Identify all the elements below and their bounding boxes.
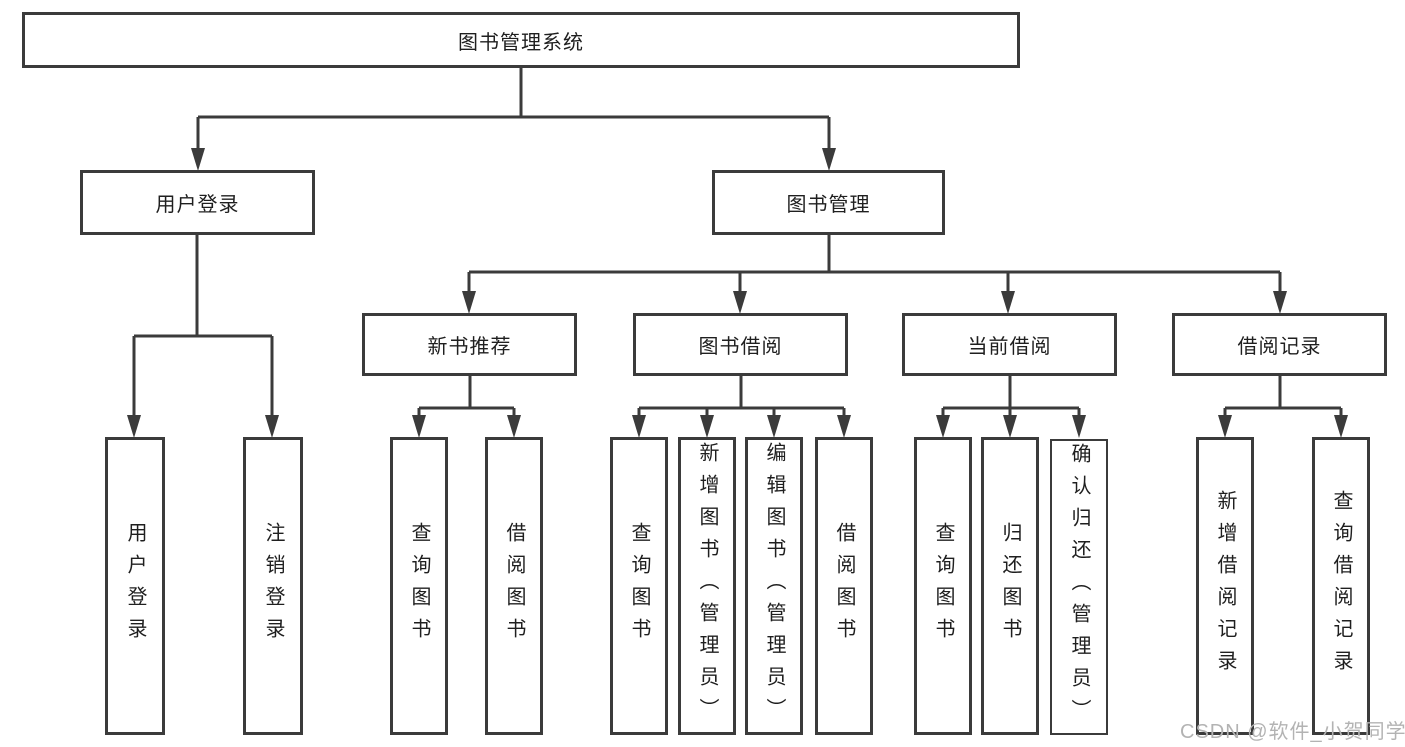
leaf-label: 用户登录 bbox=[124, 522, 146, 650]
leaf-label: 注销登录 bbox=[262, 522, 284, 650]
leaf-borrow-add-books-admin: 新增图书（管理员） bbox=[678, 437, 736, 735]
node-book-management: 图书管理 bbox=[712, 170, 945, 235]
leaf-label: 查询图书 bbox=[628, 522, 650, 650]
leaf-recommend-query-books: 查询图书 bbox=[390, 437, 448, 735]
node-user-login: 用户登录 bbox=[80, 170, 315, 235]
leaf-records-query-record: 查询借阅记录 bbox=[1312, 437, 1370, 735]
leaf-current-query-books: 查询图书 bbox=[914, 437, 972, 735]
leaf-current-confirm-return-admin: 确认归还（管理员） bbox=[1050, 439, 1108, 735]
leaf-label: 借阅图书 bbox=[503, 522, 525, 650]
leaf-label: 确认归还（管理员） bbox=[1068, 443, 1090, 731]
leaf-recommend-borrow-books: 借阅图书 bbox=[485, 437, 543, 735]
leaf-label: 新增借阅记录 bbox=[1214, 490, 1236, 682]
csdn-watermark: CSDN @软件_小贺同学 bbox=[1180, 721, 1405, 743]
leaf-records-add-record: 新增借阅记录 bbox=[1196, 437, 1254, 735]
leaf-borrow-borrow-books: 借阅图书 bbox=[815, 437, 873, 735]
leaf-label: 编辑图书（管理员） bbox=[763, 442, 785, 730]
leaf-label: 新增图书（管理员） bbox=[696, 442, 718, 730]
node-new-book-recommendation: 新书推荐 bbox=[362, 313, 577, 376]
leaf-logout-login: 注销登录 bbox=[243, 437, 303, 735]
leaf-label: 借阅图书 bbox=[833, 522, 855, 650]
leaf-label: 查询图书 bbox=[408, 522, 430, 650]
leaf-borrow-edit-books-admin: 编辑图书（管理员） bbox=[745, 437, 803, 735]
leaf-label: 查询借阅记录 bbox=[1330, 490, 1352, 682]
node-book-borrowing: 图书借阅 bbox=[633, 313, 848, 376]
leaf-current-return-books: 归还图书 bbox=[981, 437, 1039, 735]
leaf-label: 查询图书 bbox=[932, 522, 954, 650]
leaf-borrow-query-books: 查询图书 bbox=[610, 437, 668, 735]
leaf-label: 归还图书 bbox=[999, 522, 1021, 650]
node-borrowing-records: 借阅记录 bbox=[1172, 313, 1387, 376]
node-current-borrowing: 当前借阅 bbox=[902, 313, 1117, 376]
node-library-management-system: 图书管理系统 bbox=[22, 12, 1020, 68]
leaf-user-login: 用户登录 bbox=[105, 437, 165, 735]
